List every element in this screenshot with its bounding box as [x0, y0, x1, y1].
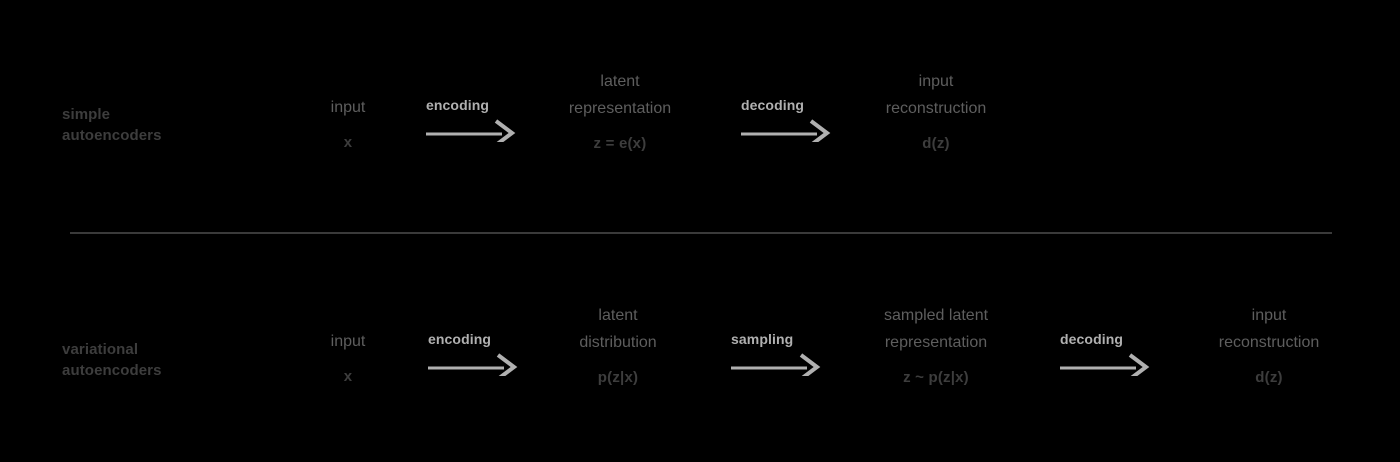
section-divider	[70, 232, 1332, 234]
node-formula: d(z)	[922, 135, 950, 152]
arrow-right-icon	[731, 353, 821, 376]
node-caption-line2: representation	[568, 100, 672, 117]
node-formula: p(z|x)	[597, 369, 639, 386]
arrow-right-icon	[428, 353, 518, 376]
row-label-line1: simple	[62, 106, 111, 123]
node-formula: d(z)	[1255, 369, 1283, 386]
node-caption-line1: sampled latent	[883, 307, 989, 324]
node-caption-line1: latent	[598, 307, 638, 324]
node-caption-line2: reconstruction	[1218, 334, 1320, 351]
arrow-right-icon	[741, 119, 831, 142]
arrow-label: sampling	[731, 331, 794, 347]
arrow-label: decoding	[1060, 331, 1124, 347]
node-input-reconstruction-variational: input reconstruction d(z)	[1219, 302, 1320, 388]
arrow-label: decoding	[741, 97, 805, 113]
arrow-decoding-variational: decoding	[1058, 330, 1150, 376]
node-formula: z = e(x)	[593, 135, 647, 152]
node-caption-line1: input	[330, 99, 366, 116]
node-latent-representation-simple: latent representation z = e(x)	[569, 68, 671, 154]
node-input-reconstruction-simple: input reconstruction d(z)	[886, 68, 987, 154]
arrow-right-icon	[426, 119, 516, 142]
node-input-variational: input x	[331, 328, 366, 387]
node-formula: x	[343, 134, 353, 151]
arrow-encoding-variational: encoding	[426, 330, 518, 376]
node-caption-line1: latent	[600, 73, 640, 90]
node-caption-line2: distribution	[579, 334, 657, 351]
arrow-label: encoding	[428, 331, 492, 347]
arrow-sampling-variational: sampling	[729, 330, 821, 376]
arrow-label: encoding	[426, 97, 490, 113]
row-label-line1: variational	[62, 341, 139, 358]
node-latent-distribution-variational: latent distribution p(z|x)	[579, 302, 656, 388]
node-formula: x	[343, 368, 353, 385]
node-formula: z ~ p(z|x)	[903, 369, 969, 386]
row-label-line2: autoencoders	[62, 362, 162, 379]
node-caption-line1: input	[918, 73, 954, 90]
node-caption-line1: input	[330, 333, 366, 350]
node-caption-line2: representation	[884, 334, 988, 351]
arrow-right-icon	[1060, 353, 1150, 376]
node-caption-line1: input	[1251, 307, 1287, 324]
row-label-simple-autoencoders: simple autoencoders	[62, 104, 162, 146]
row-label-line2: autoencoders	[62, 127, 162, 144]
node-caption-line2: reconstruction	[885, 100, 987, 117]
node-sampled-latent-representation: sampled latent representation z ~ p(z|x)	[884, 302, 988, 388]
node-input-simple: input x	[331, 94, 366, 153]
arrow-decoding-simple: decoding	[739, 96, 831, 142]
row-label-variational-autoencoders: variational autoencoders	[62, 339, 162, 381]
arrow-encoding-simple: encoding	[424, 96, 516, 142]
